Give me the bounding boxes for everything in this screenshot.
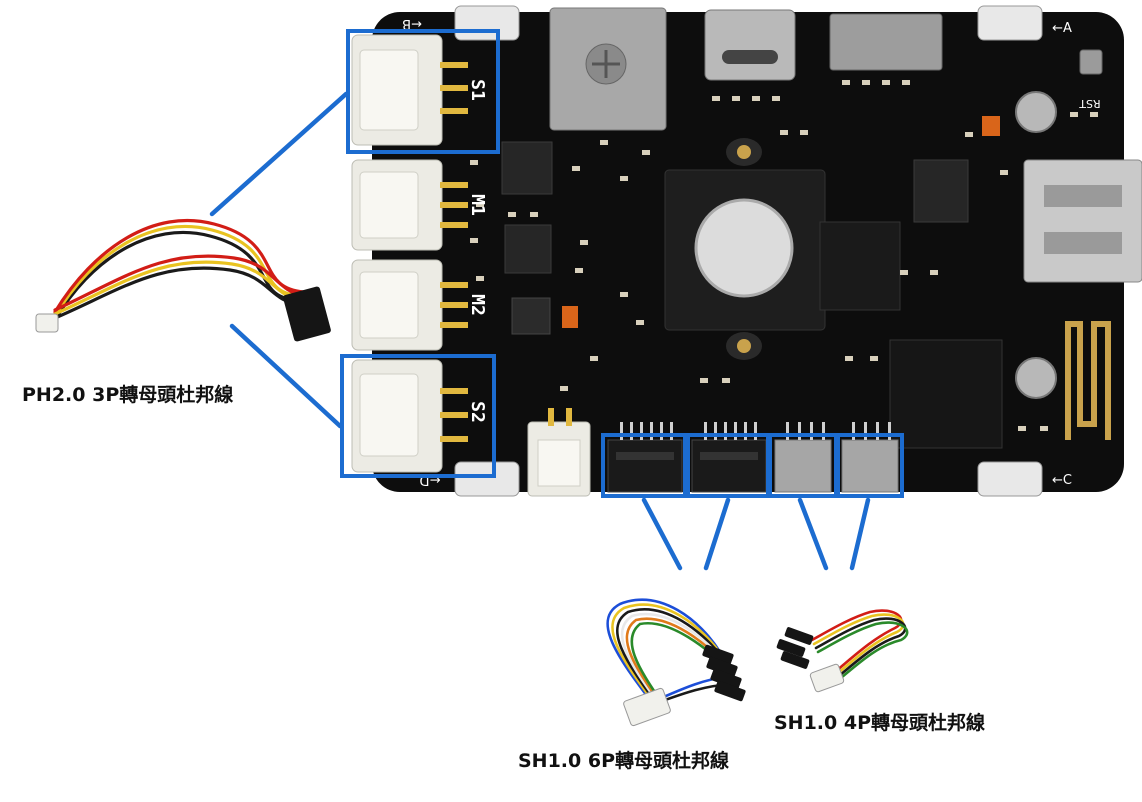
camera-lens bbox=[694, 198, 794, 298]
ph20-connector-bottom bbox=[527, 408, 591, 497]
port-label-a: ←A bbox=[1052, 21, 1072, 36]
highlight-box-sh4p-2 bbox=[836, 433, 904, 498]
mount-clip-bottom-left bbox=[454, 461, 520, 497]
sh10-connector-4p-1 bbox=[774, 422, 832, 493]
port-label-s2: S2 bbox=[467, 401, 488, 423]
chip-main bbox=[819, 221, 901, 311]
mount-hole-right-top bbox=[1015, 91, 1057, 133]
capacitor-orange-2 bbox=[562, 306, 578, 328]
ph20-connector-m1 bbox=[351, 159, 468, 251]
mount-clip-top-left bbox=[454, 5, 520, 41]
mount-hole-right-bottom bbox=[1015, 357, 1057, 399]
ph20-connector-s2 bbox=[351, 359, 468, 473]
chip-c bbox=[913, 159, 969, 223]
mount-clip-bottom-right bbox=[977, 461, 1043, 497]
dupont-housings-4p bbox=[776, 627, 814, 669]
pcb-antenna bbox=[1065, 321, 1111, 440]
port-label-s1: S1 bbox=[467, 79, 488, 101]
port-label-rst: RST bbox=[1079, 97, 1101, 110]
ph20-connector-m2 bbox=[351, 259, 468, 351]
highlight-box-s2 bbox=[340, 354, 496, 478]
inductor bbox=[511, 297, 551, 335]
reset-button bbox=[1079, 49, 1103, 75]
port-label-b: ←B bbox=[402, 16, 422, 31]
highlight-box-sh6p-1 bbox=[601, 433, 687, 498]
connection-line-sh6p-a bbox=[641, 497, 683, 571]
ph20-plug bbox=[35, 313, 59, 333]
ph20-connector-s1 bbox=[351, 34, 468, 146]
sh10-6p-plug bbox=[623, 687, 671, 727]
port-label-m1: M1 bbox=[467, 194, 488, 216]
connection-line-sh6p-b bbox=[703, 497, 731, 571]
dupont-housings-6p bbox=[702, 644, 746, 702]
chip-a bbox=[501, 141, 553, 195]
port-label-c: ←C bbox=[1052, 473, 1072, 488]
cable-sh10-4p bbox=[810, 609, 909, 684]
controller-board: S1 M1 M2 S2 ←B ←D ←A ←C RST bbox=[351, 5, 1142, 497]
dupont-housing-3p bbox=[283, 286, 331, 342]
chip-b bbox=[504, 224, 552, 274]
connection-line-s1 bbox=[209, 91, 349, 217]
usb-c-port bbox=[704, 9, 796, 81]
caption-sh10-4p: SH1.0 4P轉母頭杜邦線 bbox=[774, 712, 986, 734]
capacitor-orange bbox=[982, 116, 1000, 136]
sh10-connector-4p-2 bbox=[841, 422, 899, 493]
caption-sh10-6p: SH1.0 6P轉母頭杜邦線 bbox=[518, 750, 730, 772]
highlight-box-s1 bbox=[346, 29, 500, 154]
sh10-connector-6p-1 bbox=[607, 422, 683, 493]
connection-line-sh4p-b bbox=[849, 497, 871, 571]
mount-clip-top-right bbox=[977, 5, 1043, 41]
connection-line-s2 bbox=[229, 323, 343, 429]
sd-card-slot bbox=[829, 13, 943, 71]
caption-ph20-3p: PH2.0 3P轉母頭杜邦線 bbox=[22, 384, 234, 406]
usb-a-port bbox=[1023, 159, 1142, 283]
chip-wifi bbox=[889, 339, 1003, 449]
smd-components bbox=[470, 80, 1098, 431]
cable-ph20-3p bbox=[53, 218, 306, 322]
sh10-4p-plug bbox=[809, 663, 845, 693]
port-label-m2: M2 bbox=[467, 294, 488, 316]
sh10-connector-6p-2 bbox=[691, 422, 767, 493]
connection-line-sh4p-a bbox=[797, 497, 829, 571]
